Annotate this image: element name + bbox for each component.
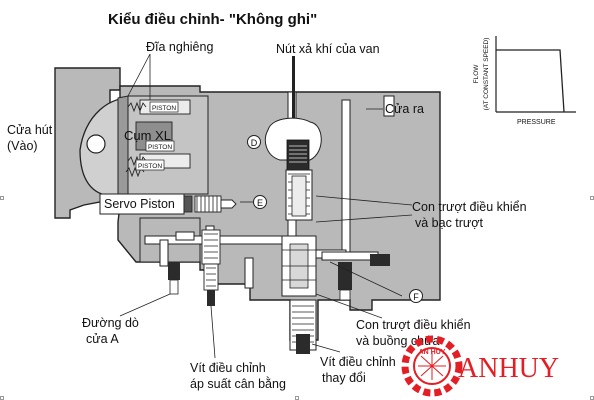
plugs xyxy=(168,254,390,301)
resize-handle-bottom-left[interactable] xyxy=(0,396,4,400)
port-a-label-line2: cửa A xyxy=(86,332,119,346)
diff-screw-label-line2: thay đổi xyxy=(322,371,366,385)
comp-screw-label-line2: áp suất cân bằng xyxy=(190,376,286,391)
servo-piston: Servo Piston xyxy=(99,193,237,215)
leader-lines xyxy=(119,53,413,359)
outlet-label: Cửa ra xyxy=(385,102,424,116)
rotating-group: PISTON PISTON PISTON Cụm XL xyxy=(79,95,209,197)
marker-f: F xyxy=(413,292,419,302)
marker-e: E xyxy=(257,198,263,208)
text-labels: Đĩa nghiêng Nút xả khí của van Cửa hút (… xyxy=(7,40,527,391)
bleed-screw-label: Nút xả khí của van xyxy=(276,42,380,56)
markers: D E F xyxy=(247,135,423,303)
port-a-label-line1: Đường dò xyxy=(82,316,139,330)
inset-chart: PRESSURE FLOW (AT CONSTANT SPEED) xyxy=(473,36,576,126)
logo-text: ANHUY xyxy=(458,353,559,384)
brand-logo: AN HUY ANHUY xyxy=(401,335,559,397)
resize-handle-left[interactable] xyxy=(0,196,4,200)
resize-handle-bottom-right[interactable] xyxy=(590,396,594,400)
inset-x-label: PRESSURE xyxy=(517,119,556,126)
inlet-label-line2: (Vào) xyxy=(7,139,38,153)
piston-tag-1: PISTON xyxy=(152,105,176,112)
swash-plate-label: Đĩa nghiêng xyxy=(146,40,213,54)
inset-y-label-line2: (AT CONSTANT SPEED) xyxy=(483,38,490,111)
piston-tag-3: PISTON xyxy=(138,163,162,170)
diff-screw-label-line1: Vít điều chỉnh xyxy=(320,355,396,369)
comp-screw-label-line1: Vít điều chỉnh xyxy=(190,361,266,375)
logo-wheel-text: AN HUY xyxy=(419,349,446,356)
control-spool-label-line2: và bạc trượt xyxy=(415,216,484,230)
gear-icon xyxy=(401,335,463,397)
marker-d: D xyxy=(251,138,258,148)
inlet-label-line1: Cửa hút xyxy=(7,123,53,137)
compensation-screw xyxy=(201,229,221,306)
control-spool-label-line1: Con trượt điều khiển xyxy=(412,200,527,214)
spool-chamber-label-line1: Con trượt điều khiển xyxy=(356,318,471,332)
flow-curve xyxy=(496,49,565,113)
bleed-screw xyxy=(264,56,322,171)
servo-piston-label: Servo Piston xyxy=(104,197,175,211)
control-spool-lower xyxy=(281,235,317,354)
inset-y-label-line1: FLOW xyxy=(473,64,480,84)
resize-handle-right[interactable] xyxy=(590,196,594,200)
piston-tag-2: PISTON xyxy=(148,144,172,151)
diagram-title: Kiểu điều chỉnh- "Không ghi" xyxy=(108,11,317,28)
control-spool-upper xyxy=(285,169,313,221)
rotating-group-label: Cụm XL xyxy=(124,128,171,143)
resize-handle-bottom[interactable] xyxy=(295,396,299,400)
